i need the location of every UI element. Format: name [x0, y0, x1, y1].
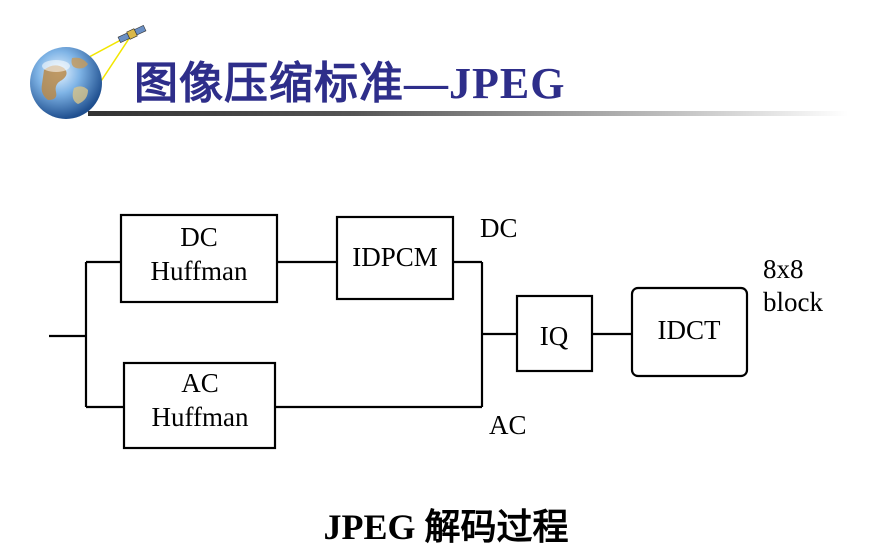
output-label-line2: block [763, 287, 823, 317]
idct-block [630, 286, 749, 378]
diagram-caption: JPEG 解码过程 [323, 507, 569, 547]
dc-huffman-label-line2: Huffman [151, 256, 248, 286]
globe-with-satellite-icon [30, 24, 147, 119]
idpcm-block [335, 215, 455, 301]
idct-label: IDCT [658, 315, 721, 345]
iq-block [515, 294, 594, 373]
dc-huffman-block [119, 213, 279, 304]
ac-huffman-label-line2: Huffman [152, 402, 249, 432]
idpcm-label: IDPCM [352, 242, 438, 272]
ac-signal-label: AC [489, 410, 527, 440]
output-label-line1: 8x8 [763, 254, 804, 284]
ac-huffman-label-line1: AC [181, 368, 219, 398]
dc-signal-label: DC [480, 213, 518, 243]
title-underline [88, 111, 848, 116]
ac-huffman-block [122, 361, 277, 450]
iq-label: IQ [540, 321, 569, 351]
dc-huffman-label-line1: DC [180, 222, 218, 252]
slide-title: 图像压缩标准—JPEG [134, 59, 566, 108]
